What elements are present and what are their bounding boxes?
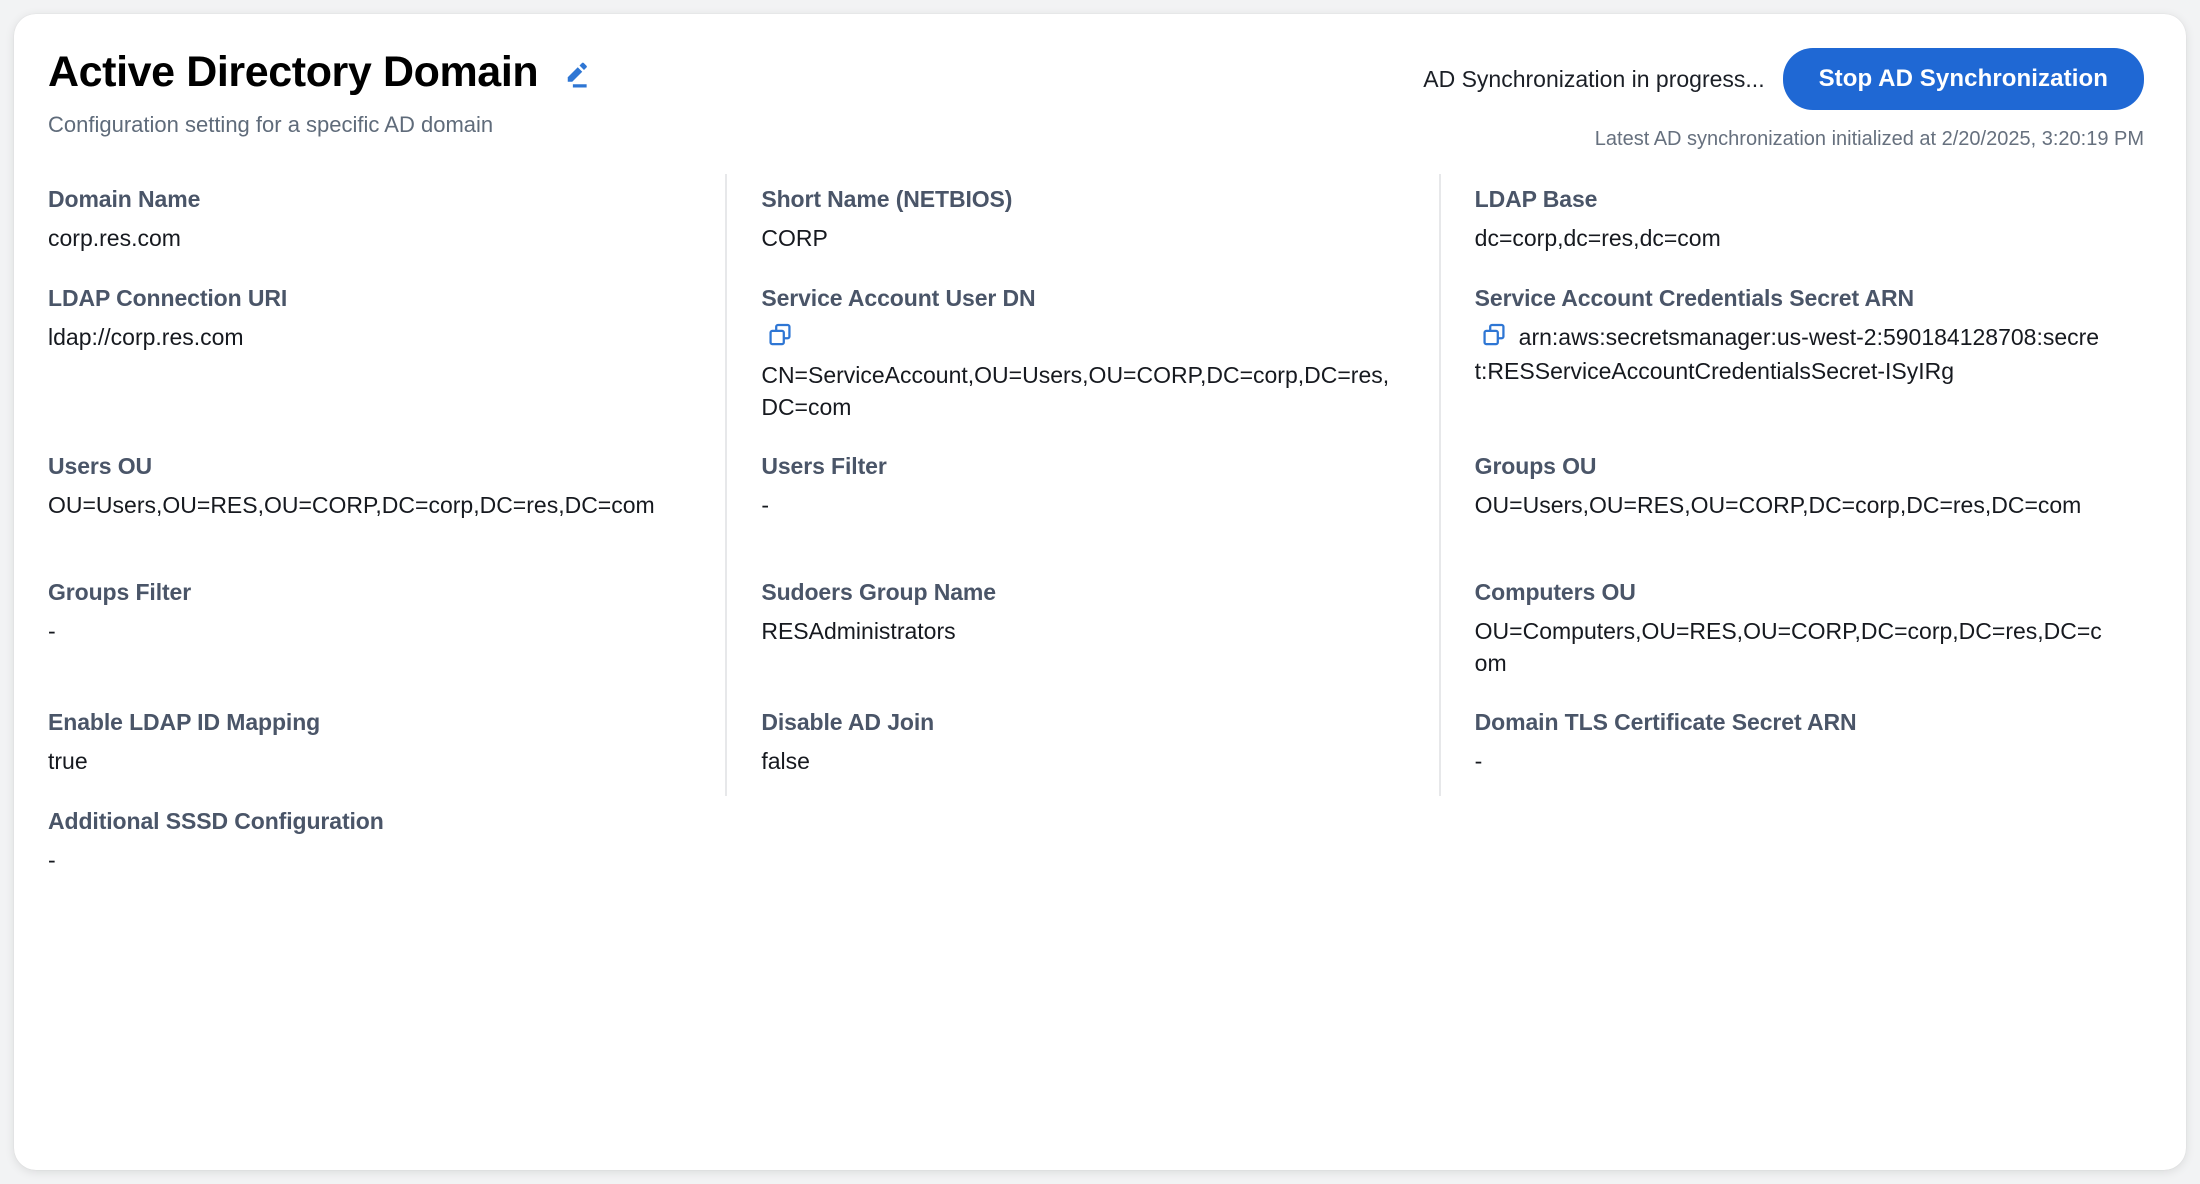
field-label: Disable AD Join [761,709,935,736]
field-label: Users Filter [761,453,887,480]
field-label: Domain Name [48,186,201,212]
field-cell-empty [727,796,1440,895]
field-row: Domain Name corp.res.com Short Name (NETBI… [48,174,2152,273]
field-value: CORP [761,225,828,252]
field-grid: Domain Name corp.res.com Short Name (NETBI… [14,174,2186,894]
field-label: Service Account Credentials Secret ARN [1474,284,1914,311]
field-value-text: arn:aws:secretsmanager:us-west-2:5901841… [1474,323,2100,385]
field-value: - [48,618,56,645]
field-domain-name: Domain Name corp.res.com [48,174,725,273]
field-value: false [761,748,810,775]
field-computers-ou: Computers OU OU=Computers,OU=RES,OU=CORP,… [1438,567,2152,698]
field-ldap-connection-uri: LDAP Connection URI ldap://corp.res.com [48,273,725,442]
sync-row: AD Synchronization in progress... Stop A… [1423,48,2144,110]
field-value: CN=ServiceAccount,OU=Users,OU=CORP,DC=co… [761,322,1392,424]
field-value-text: CN=ServiceAccount,OU=Users,OU=CORP,DC=co… [761,362,1390,420]
field-value: RESAdministrators [761,618,956,645]
field-label: Groups OU [1474,453,1597,480]
field-ldap-base: LDAP Base dc=corp,dc=res,dc=com [1438,174,2152,273]
field-value: true [48,748,88,775]
field-row: Enable LDAP ID Mapping true Disable AD Joi… [48,697,2152,796]
card-header: Active Directory Domain Configuration se… [14,14,2186,174]
field-users-filter: Users Filter - [725,441,1438,568]
field-label: Sudoers Group Name [761,579,996,606]
field-label: Enable LDAP ID Mapping [48,709,321,736]
field-label: Users OU [48,453,153,480]
field-row: LDAP Connection URI ldap://corp.res.com Se… [48,272,2152,442]
field-value: - [761,492,769,519]
field-label: Short Name (NETBIOS) [761,186,1013,212]
field-row: Users OU OU=Users,OU=RES,OU=CORP,DC=corp,… [48,441,2152,568]
field-value: OU=Users,OU=RES,OU=CORP,DC=corp,DC=res,D… [1474,492,2082,519]
field-enable-ldap-id-mapping: Enable LDAP ID Mapping true [48,697,725,796]
field-value: corp.res.com [48,225,181,252]
field-additional-sssd-configuration: Additional SSSD Configuration - [48,796,727,895]
field-value: OU=Users,OU=RES,OU=CORP,DC=corp,DC=res,D… [48,492,655,519]
field-value: arn:aws:secretsmanager:us-west-2:5901841… [1475,322,2106,388]
field-value: OU=Computers,OU=RES,OU=CORP,DC=corp,DC=r… [1474,618,2102,676]
header-actions: AD Synchronization in progress... Stop A… [1423,48,2144,151]
field-label: Groups Filter [48,579,192,606]
field-value: - [48,846,56,873]
field-cell-empty [1439,796,2152,895]
sync-status-text: AD Synchronization in progress... [1423,65,1765,92]
field-groups-filter: Groups Filter - [48,567,725,697]
field-label: Computers OU [1474,579,1636,606]
pencil-edit-icon[interactable] [560,60,592,92]
field-label: LDAP Base [1474,186,1598,212]
field-label: Domain TLS Certificate Secret ARN [1474,709,1857,736]
field-groups-ou: Groups OU OU=Users,OU=RES,OU=CORP,DC=corp… [1438,441,2152,568]
ad-domain-card: Active Directory Domain Configuration se… [14,14,2186,1170]
field-service-account-credentials-secret-arn: Service Account Credentials Secret ARN ar… [1438,272,2152,442]
page-title: Active Directory Domain [48,48,539,96]
copy-icon[interactable] [767,322,1392,357]
field-label: Additional SSSD Configuration [48,807,384,834]
stop-ad-synchronization-button[interactable]: Stop AD Synchronization [1782,48,2144,110]
field-service-account-user-dn: Service Account User DN CN=ServiceAccount… [725,272,1438,442]
title-row: Active Directory Domain [48,48,2144,96]
field-value: - [1474,748,1483,775]
field-disable-ad-join: Disable AD Join false [725,697,1438,796]
copy-icon[interactable] [1481,322,1507,357]
field-label: Service Account User DN [761,284,1036,311]
field-value: ldap://corp.res.com [48,323,244,350]
latest-sync-timestamp: Latest AD synchronization initialized at… [1594,128,2144,150]
field-label: LDAP Connection URI [48,284,288,311]
field-row: Additional SSSD Configuration - [48,796,2152,895]
field-users-ou: Users OU OU=Users,OU=RES,OU=CORP,DC=corp,… [48,441,725,567]
field-value: dc=corp,dc=res,dc=com [1474,225,1721,252]
page-subtitle: Configuration setting for a specific AD … [48,112,494,138]
field-short-name-netbios: Short Name (NETBIOS) CORP [725,174,1438,273]
field-domain-tls-certificate-secret-arn: Domain TLS Certificate Secret ARN - [1438,697,2152,796]
